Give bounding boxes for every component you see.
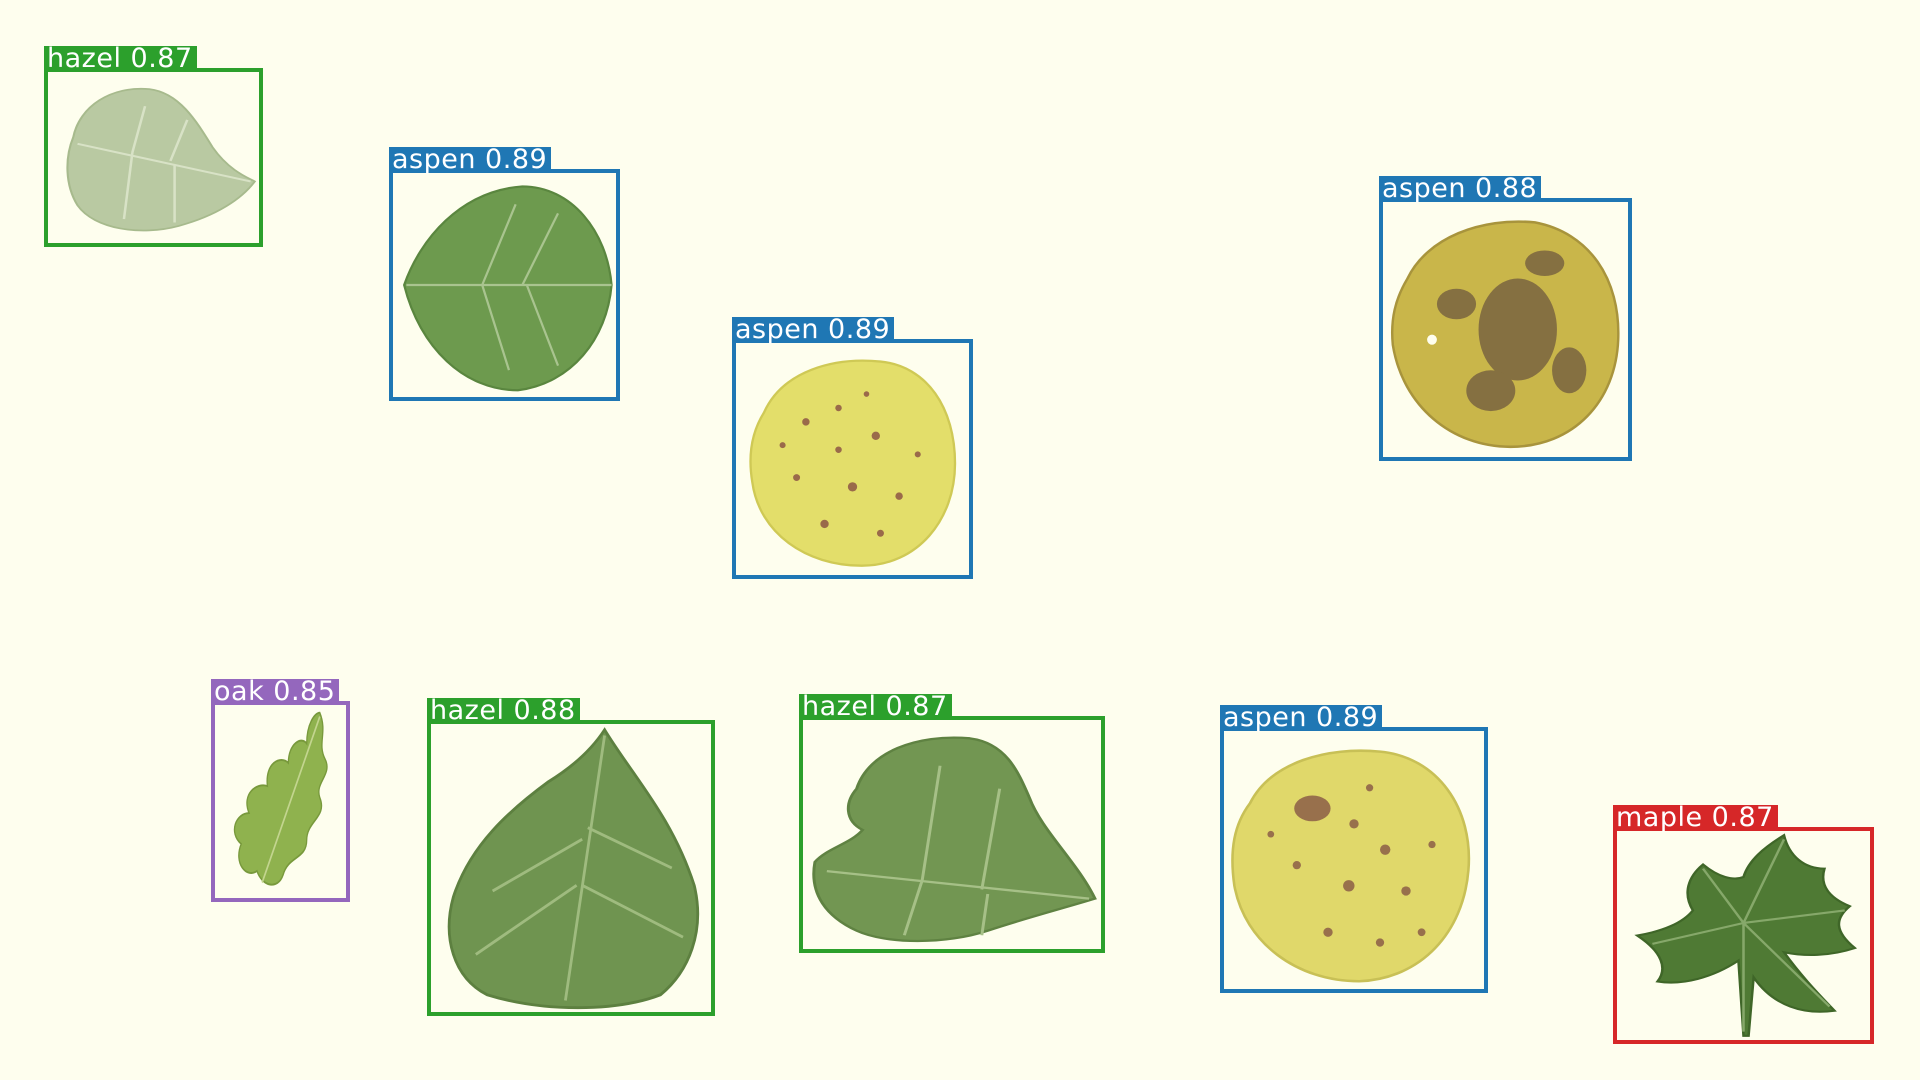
hazel-leaf-image bbox=[66, 87, 257, 232]
aspen-leaf-image bbox=[1391, 220, 1620, 449]
detection-label: hazel 0.88 bbox=[427, 697, 580, 724]
detection-box-oak: oak 0.85 bbox=[211, 678, 350, 902]
oak-leaf-image bbox=[233, 711, 328, 886]
detection-label: oak 0.85 bbox=[211, 678, 340, 705]
detection-box-aspen: aspen 0.88 bbox=[1379, 175, 1632, 461]
detection-label: aspen 0.89 bbox=[389, 146, 552, 173]
hazel-leaf-image bbox=[812, 736, 1097, 943]
detection-label: aspen 0.89 bbox=[1220, 704, 1383, 731]
detection-box-hazel: hazel 0.87 bbox=[799, 693, 1105, 953]
detection-label: aspen 0.88 bbox=[1379, 175, 1542, 202]
maple-leaf-image bbox=[1634, 833, 1858, 1037]
detection-label: aspen 0.89 bbox=[732, 316, 895, 343]
detection-box-hazel: hazel 0.87 bbox=[44, 45, 263, 247]
aspen-leaf-image bbox=[402, 185, 613, 392]
detection-label: maple 0.87 bbox=[1613, 804, 1778, 831]
detection-box-aspen: aspen 0.89 bbox=[732, 316, 973, 579]
aspen-leaf-image bbox=[1231, 749, 1471, 983]
aspen-leaf-image bbox=[749, 359, 957, 567]
detection-box-aspen: aspen 0.89 bbox=[389, 146, 620, 401]
detection-box-aspen: aspen 0.89 bbox=[1220, 704, 1488, 993]
detection-label: hazel 0.87 bbox=[44, 45, 197, 72]
detection-label: hazel 0.87 bbox=[799, 693, 952, 720]
hazel-leaf-image bbox=[447, 727, 700, 1010]
detection-box-maple: maple 0.87 bbox=[1613, 804, 1874, 1044]
detection-box-hazel: hazel 0.88 bbox=[427, 697, 715, 1016]
